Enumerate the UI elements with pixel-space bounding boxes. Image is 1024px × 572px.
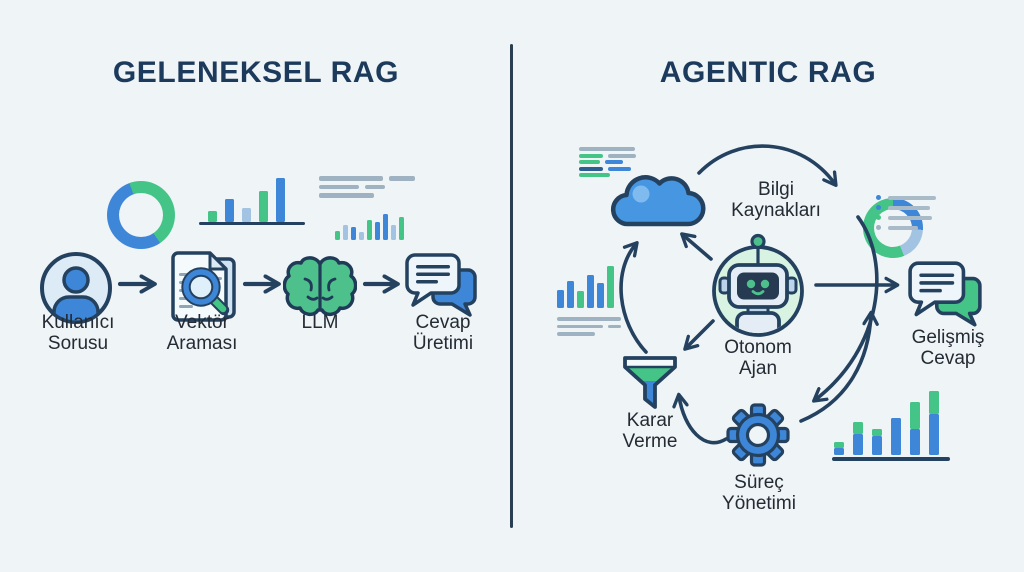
node-label-advanced-answer: Gelişmiş Cevap bbox=[911, 327, 985, 369]
step-label-llm: LLM bbox=[301, 312, 339, 333]
small-bar-chart-decoration bbox=[335, 206, 404, 240]
stacked-bar-chart-baseline bbox=[832, 457, 950, 461]
gear-icon bbox=[726, 403, 790, 467]
document-search-icon bbox=[171, 251, 236, 322]
text-lines-decoration bbox=[557, 317, 621, 336]
stacked-bar-chart-decoration bbox=[834, 389, 939, 455]
node-label-decision-making: Karar Verme bbox=[622, 410, 678, 452]
funnel-icon bbox=[623, 356, 677, 409]
donut-chart-decoration bbox=[107, 181, 175, 249]
panel-divider bbox=[510, 44, 513, 528]
user-icon bbox=[40, 252, 112, 324]
bar-chart-decoration bbox=[557, 264, 614, 308]
arrow-funnel-to-cloud bbox=[619, 241, 648, 354]
text-lines-decoration bbox=[319, 176, 415, 198]
node-label-knowledge-sources: Bilgi Kaynakları bbox=[731, 179, 821, 221]
node-label-autonomous-agent: Otonom Ajan bbox=[724, 337, 792, 379]
right-panel-title: AGENTIC RAG bbox=[659, 56, 877, 89]
bar-chart-decoration bbox=[208, 177, 285, 222]
step-label-answer-generation: Cevap Üretimi bbox=[412, 312, 474, 354]
robot-icon bbox=[712, 233, 804, 337]
chat-bubbles-icon bbox=[405, 253, 477, 317]
left-panel-title: GELENEKSEL RAG bbox=[112, 56, 400, 89]
brain-icon bbox=[283, 256, 357, 317]
chat-bubbles-green-icon bbox=[908, 261, 982, 327]
bullet-list-decoration bbox=[876, 195, 936, 230]
step-label-vector-search: Vektör Araması bbox=[166, 312, 238, 354]
bar-chart-baseline bbox=[199, 222, 305, 225]
cloud-icon bbox=[610, 175, 706, 227]
node-label-process-management: Süreç Yönetimi bbox=[722, 472, 796, 514]
text-lines-decoration bbox=[579, 147, 636, 177]
step-label-user-question: Kullanıcı Sorusu bbox=[41, 312, 115, 354]
